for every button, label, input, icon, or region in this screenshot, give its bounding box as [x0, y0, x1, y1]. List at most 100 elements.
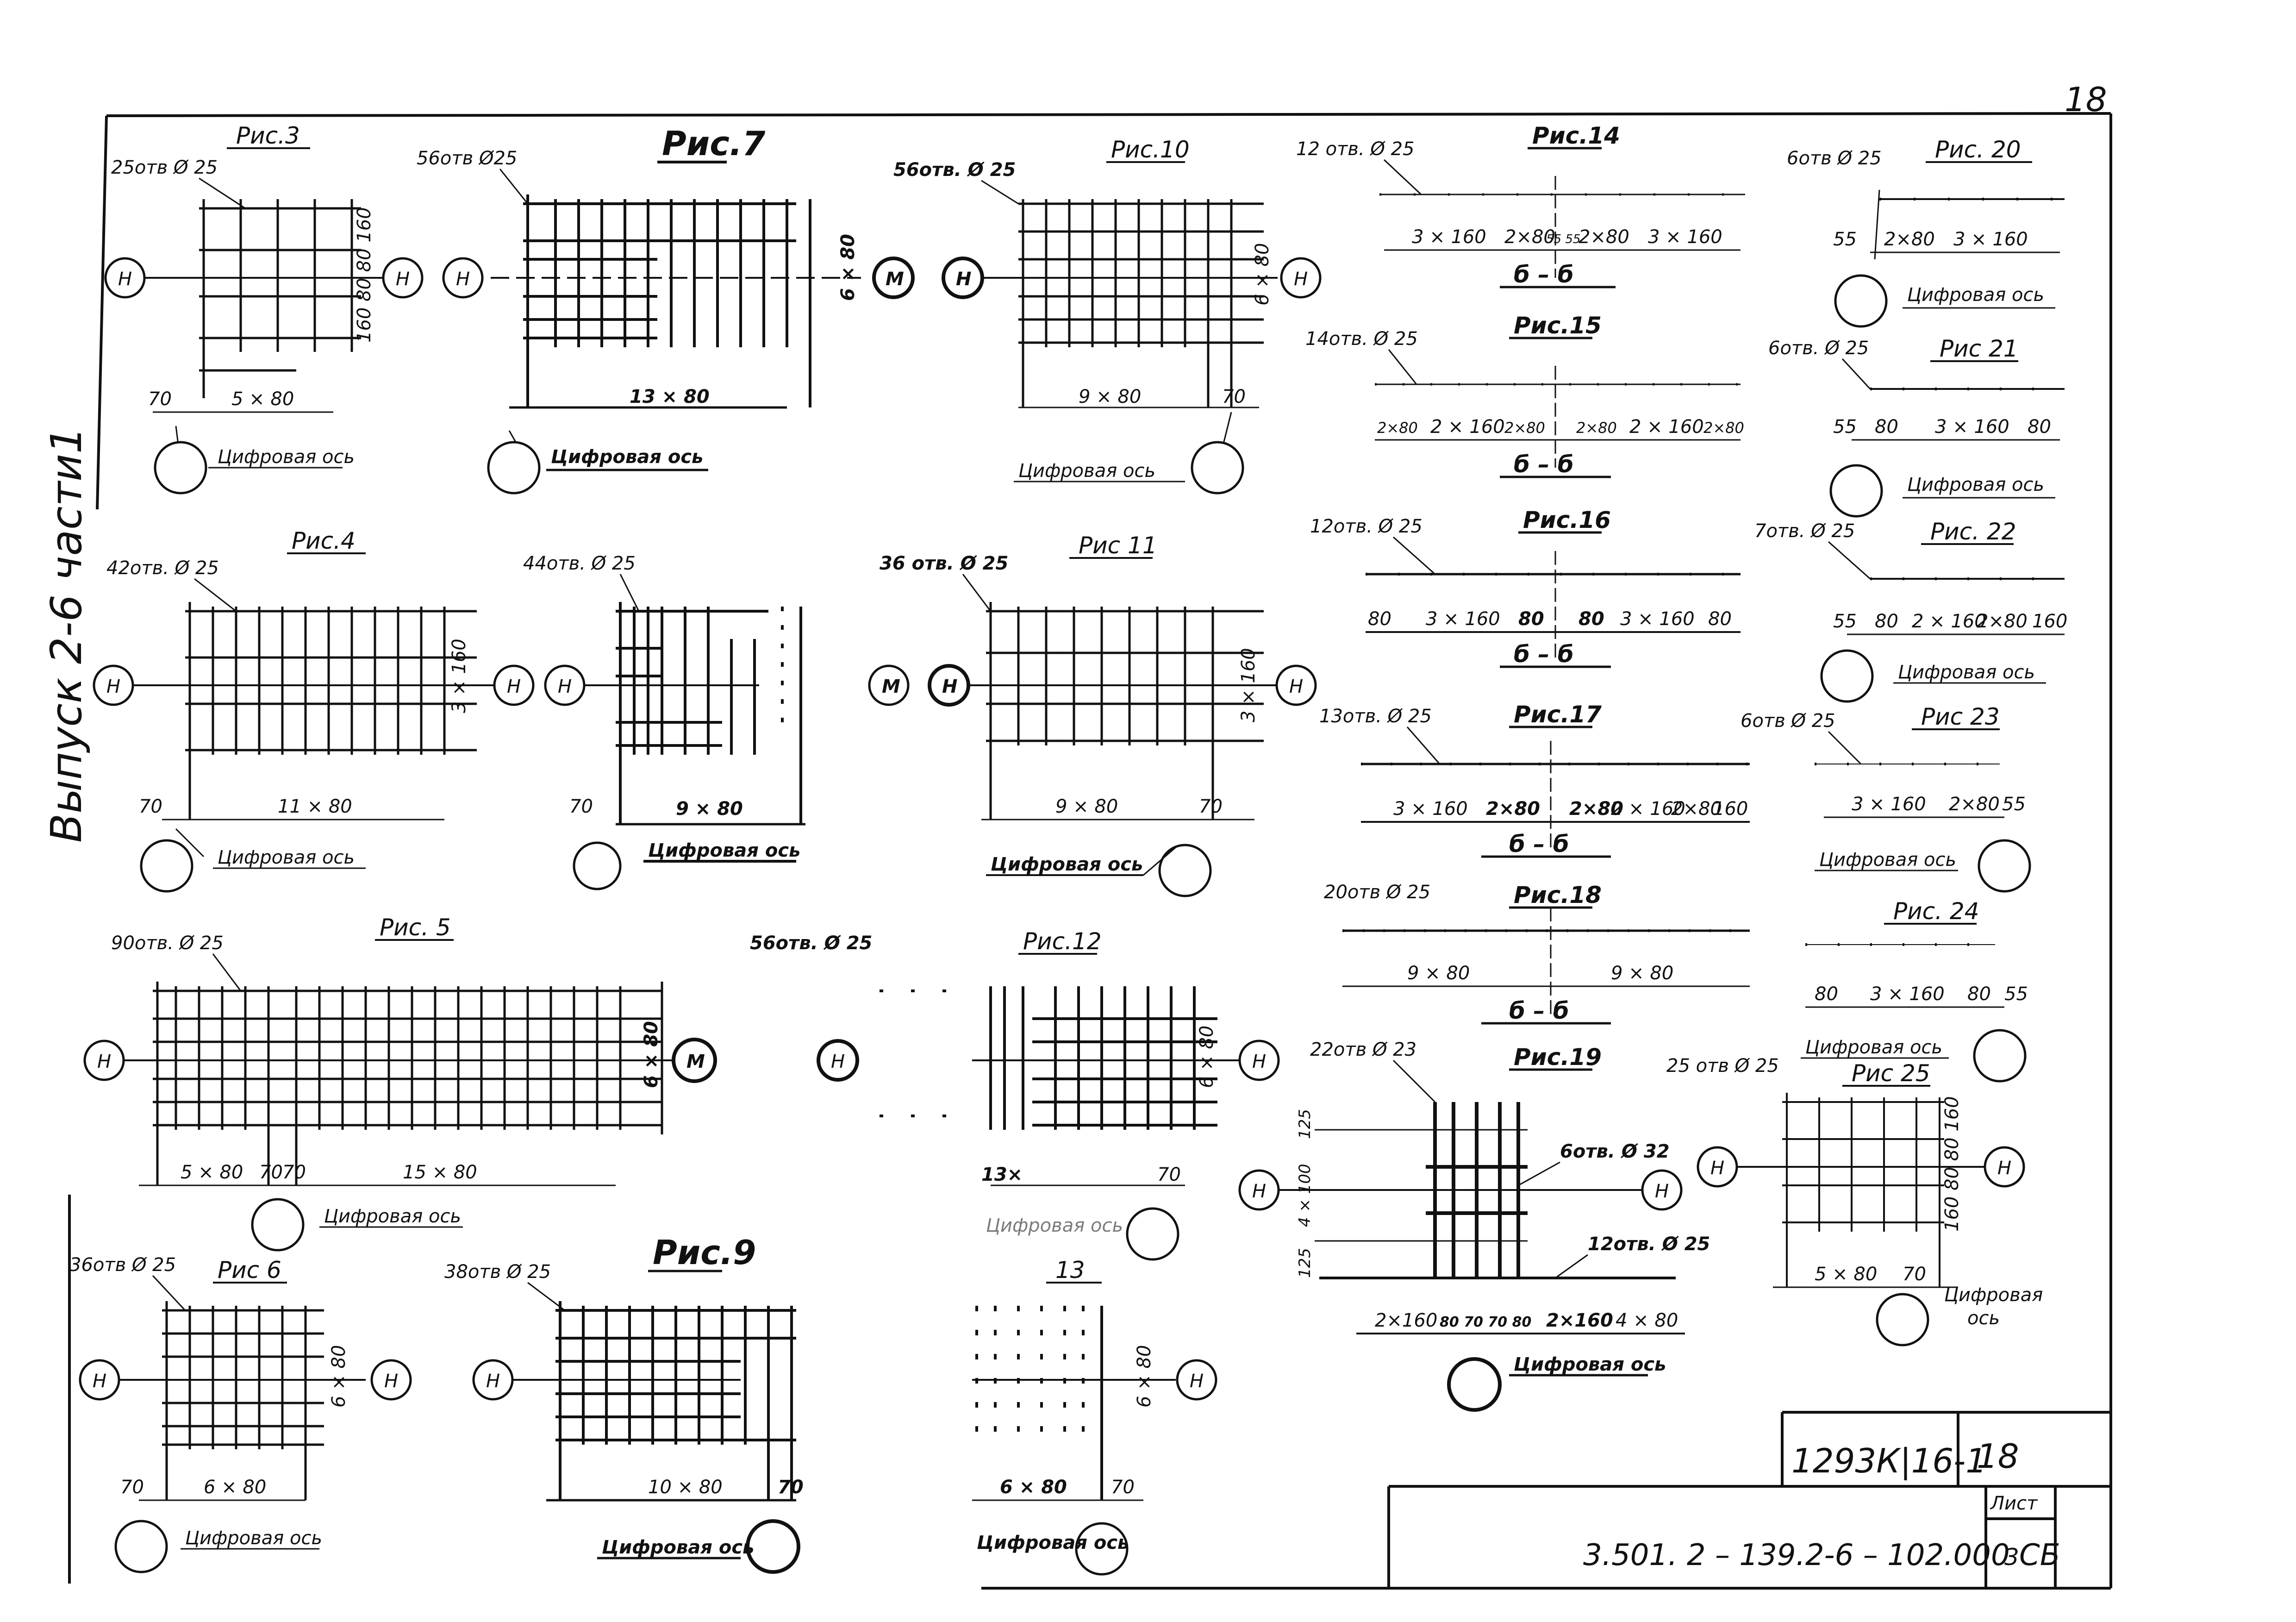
numeric-axis-marker — [140, 839, 193, 893]
svg-text:Н: Н — [942, 676, 957, 697]
svg-text:3 × 160: 3 × 160 — [1393, 798, 1468, 820]
axis-marker — [1697, 1146, 1738, 1188]
hole-grid — [1782, 1093, 1944, 1287]
numeric-axis-caption: Цифровая ось — [991, 854, 1143, 875]
svg-text:80: 80 — [1875, 611, 1898, 632]
hole-grid — [523, 194, 811, 407]
title-block — [1387, 1411, 2111, 1588]
figure-14: Рис.14 12 отв. Ø 25 3 × 160 2×80 55 55 2… — [1296, 122, 1745, 288]
svg-text:80: 80 — [1518, 608, 1544, 630]
svg-text:3 × 160: 3 × 160 — [1852, 794, 1926, 815]
numeric-axis-caption: Цифровая ось — [648, 840, 800, 861]
fig-title: 13 — [1055, 1257, 1085, 1284]
series-side-note: Выпуск 2-6 части1 — [42, 427, 91, 843]
numeric-axis-marker — [1447, 1357, 1502, 1412]
svg-text:55: 55 — [1833, 416, 1857, 438]
fig-title: Рис. 24 — [1893, 898, 1979, 925]
hole-grid — [880, 986, 1217, 1130]
numeric-axis-marker — [1978, 839, 2031, 893]
dim-vertical: 160 80 80 160 — [354, 207, 375, 343]
numeric-axis-marker — [114, 1520, 168, 1573]
numeric-axis-marker — [1126, 1207, 1179, 1261]
svg-text:4 × 100: 4 × 100 — [1296, 1164, 1314, 1227]
axis-marker — [928, 664, 970, 707]
hole-count: 13отв. Ø 25 — [1319, 706, 1432, 727]
hole-count: 56отв Ø25 — [417, 148, 517, 169]
section-mark: б – б — [1509, 831, 1569, 858]
svg-text:М: М — [882, 676, 900, 697]
svg-text:Н: Н — [384, 1371, 398, 1392]
fig-title: Рис 21 — [1940, 335, 2018, 362]
hole-grid — [162, 1301, 324, 1500]
fig-title: Рис. 20 — [1935, 136, 2021, 163]
dim-vertical: 160 80 80 160 — [1941, 1096, 1963, 1232]
svg-text:2 × 160: 2 × 160 — [1912, 611, 1986, 632]
dim-edge: 70 — [1199, 796, 1223, 817]
fig-title: Рис 6 — [218, 1257, 281, 1284]
svg-text:80: 80 — [1875, 416, 1898, 438]
hole-count: 36отв Ø 25 — [69, 1254, 176, 1276]
svg-text:Н: Н — [1252, 1181, 1266, 1202]
stamp-code: 1293К|16-1 — [1791, 1441, 1987, 1481]
svg-text:Н: Н — [507, 676, 521, 697]
figure-23: Рис 23 6отв Ø 25 3 × 160 2×80 55 Цифрова… — [1741, 703, 2031, 893]
fig-title: Рис.16 — [1523, 507, 1611, 533]
numeric-axis-marker — [1075, 1522, 1129, 1576]
document-code: 3.501. 2 – 139.2-6 – 102.000 СБ — [1583, 1538, 2060, 1572]
svg-text:2×80: 2×80 — [1578, 226, 1629, 248]
numeric-axis-caption: Цифровая ось — [1907, 284, 2044, 306]
hole-count: 14отв. Ø 25 — [1305, 328, 1418, 350]
dim-vertical: 3 × 160 — [449, 639, 470, 713]
dim-horizontal: 9 × 80 — [1079, 386, 1141, 407]
numeric-axis-caption: Цифровая ось — [1805, 1037, 1942, 1058]
svg-text:Н: Н — [486, 1371, 500, 1392]
figure-19: Рис.19 22отв Ø 23 Н Н 6отв. Ø 32 12отв. … — [1238, 1039, 1710, 1412]
svg-text:2×80: 2×80 — [1486, 798, 1540, 820]
hole-count-2: 6отв. Ø 32 — [1560, 1141, 1670, 1162]
dim-vertical: 6 × 80 — [1134, 1345, 1155, 1408]
svg-text:125: 125 — [1296, 1248, 1314, 1278]
svg-text:Н: Н — [1294, 269, 1308, 290]
figure-7: Рис.7 56отв Ø25 Н М 6 × 80 13 × 80 Цифро… — [417, 124, 915, 495]
fig-title: Рис 23 — [1921, 703, 2000, 730]
svg-text:Н: Н — [1190, 1371, 1204, 1392]
svg-text:Н: Н — [97, 1051, 111, 1072]
numeric-axis-marker — [251, 1198, 305, 1252]
hole-count: 56отв. Ø 25 — [750, 933, 872, 954]
figure-5: Рис. 5 90отв. Ø 25 Н М 6 × 80 5 × 80 7 — [83, 914, 717, 1252]
svg-text:9 × 80: 9 × 80 — [1611, 963, 1673, 984]
hole-count: 25отв Ø 25 — [111, 157, 218, 178]
figure-12: Рис.12 56отв. Ø 25 Н Н 6 × 80 13× 70 Циф… — [750, 928, 1280, 1261]
svg-text:80: 80 — [1967, 983, 1991, 1005]
numeric-axis-caption: Цифровая ось — [218, 847, 355, 868]
hole-grid — [1018, 199, 1264, 407]
hole-count: 6отв. Ø 25 — [1768, 338, 1869, 359]
svg-text:2×160: 2×160 — [1546, 1310, 1613, 1331]
axis-marker — [872, 257, 915, 299]
hole-grid — [986, 602, 1264, 820]
svg-text:80: 80 — [1578, 608, 1604, 630]
dim-edge: 70 — [1903, 1264, 1926, 1285]
svg-text:2 × 160: 2 × 160 — [1629, 416, 1704, 438]
dim-vertical: 6 × 80 — [1252, 243, 1273, 306]
hole-count: 36 отв. Ø 25 — [880, 553, 1008, 574]
dim-horizontal: 6 × 80 — [1000, 1477, 1067, 1498]
fig-title: Рис.17 — [1514, 701, 1602, 728]
svg-text:160: 160 — [1713, 798, 1748, 820]
hole-grid — [616, 602, 802, 824]
fig-title: Рис.10 — [1111, 136, 1190, 163]
dim-vertical: 6 × 80 — [328, 1345, 349, 1408]
svg-text:3 × 160: 3 × 160 — [1412, 226, 1486, 248]
numeric-axis-marker — [573, 841, 622, 890]
figure-25: Рис 25 25 отв Ø 25 Н Н 160 80 80 160 5 ×… — [1666, 1055, 2043, 1346]
figure-22: Рис. 22 7отв. Ø 25 55 80 2 × 160 2×80 16… — [1754, 518, 2067, 703]
svg-text:3 × 160: 3 × 160 — [1620, 608, 1695, 630]
hole-count: 6отв Ø 25 — [1741, 710, 1835, 732]
numeric-axis-caption: Цифровая ось — [977, 1532, 1129, 1553]
svg-text:55: 55 — [1833, 611, 1857, 632]
axis-marker — [83, 1040, 125, 1081]
numeric-axis-caption: Цифровая ось — [1898, 662, 2035, 683]
svg-text:Н: Н — [106, 676, 120, 697]
figure-8: 44отв. Ø 25 Н 70 9 × 80 Цифровая ось — [523, 553, 805, 890]
